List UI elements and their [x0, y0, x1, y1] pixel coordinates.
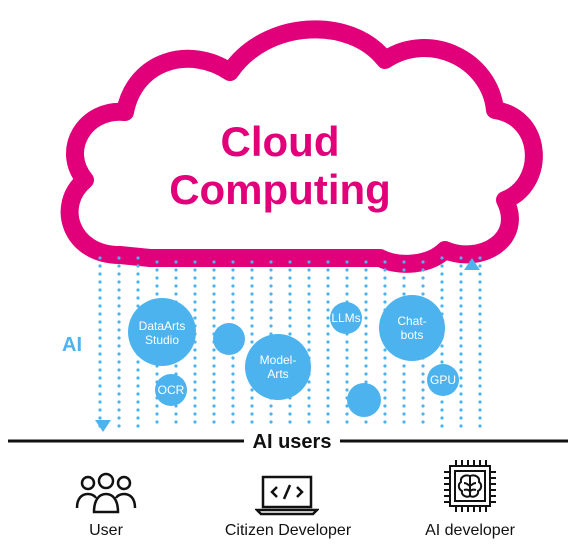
- people-icon: [75, 472, 137, 514]
- bubble-dataarts: [128, 298, 196, 366]
- laptop-code-icon: [255, 475, 319, 516]
- bubble-modelarts-label: Model- Arts: [259, 353, 297, 381]
- cloud-title-line1: Cloud: [220, 118, 340, 165]
- citizen-developer-label: Citizen Developer: [224, 522, 352, 539]
- cloud-shape: [60, 20, 543, 273]
- chip-brain-icon: [444, 460, 496, 512]
- bubble-chatbots-label: Chat- bots: [397, 314, 427, 342]
- user-label: User: [89, 522, 123, 539]
- bubble-llms-label: LLMs: [331, 311, 361, 325]
- down-arrow-icon: [95, 420, 111, 432]
- bubble-empty-1: [213, 323, 245, 355]
- ai-label: AI: [62, 334, 82, 356]
- bubble-chatbots: [379, 295, 445, 361]
- bubble-llms: [330, 302, 362, 334]
- bubble-dataarts-label: DataArts Studio: [138, 319, 186, 347]
- bubble-gpu-label: GPU: [429, 373, 456, 387]
- bubble-empty-2: [347, 383, 381, 417]
- cloud-title-line2: Computing: [169, 166, 391, 213]
- bubble-ocr-label: OCR: [157, 383, 185, 397]
- ai-developer-label: AI developer: [425, 522, 515, 539]
- bubble-gpu: [427, 364, 459, 396]
- bubble-modelarts: [245, 334, 311, 400]
- up-arrow-icon: [464, 258, 480, 270]
- ai-users-label: AI users: [244, 430, 340, 454]
- service-bubbles: [128, 295, 459, 417]
- bubble-ocr: [155, 374, 187, 406]
